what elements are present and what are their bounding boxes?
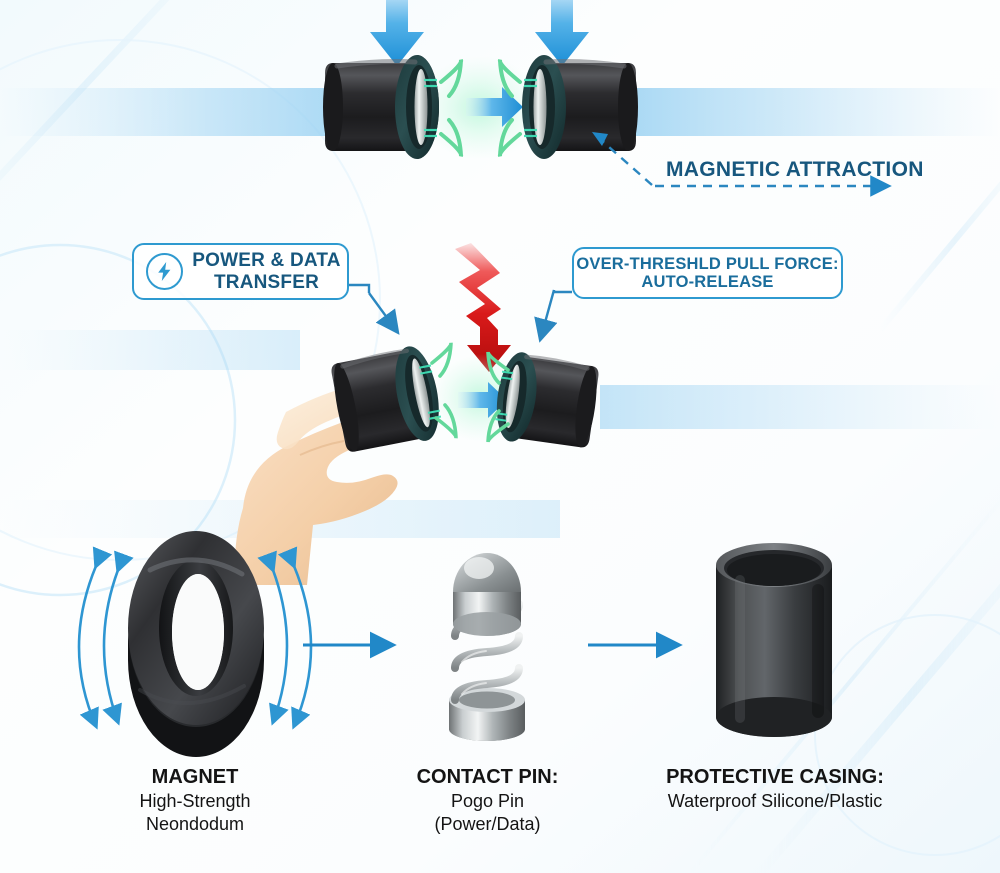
label-magnet-sub1: High-Strength xyxy=(139,791,251,811)
power-data-leader xyxy=(349,283,400,335)
callout-power-data-line1: POWER & DATA xyxy=(192,250,341,272)
label-magnet: MAGNET High-Strength Neondodum xyxy=(95,765,295,835)
callout-power-data-text: POWER & DATA TRANSFER xyxy=(192,250,340,293)
label-protective-casing-sub1: Waterproof Silicone/Plastic xyxy=(667,791,883,811)
magnetic-attraction-label: MAGNETIC ATTRACTION xyxy=(666,158,924,181)
connector-held xyxy=(331,346,442,452)
magnetic-attraction-leader xyxy=(591,131,892,197)
connector-left xyxy=(323,55,439,159)
cylinder-casing-icon xyxy=(716,543,832,737)
field-arc-right xyxy=(497,59,522,157)
callout-auto-release-text: OVER-THRESHLD PULL FORCE: AUTO-RELEASE xyxy=(576,255,838,292)
connector-right xyxy=(522,55,638,159)
label-contact-pin-sub1: Pogo Pin xyxy=(450,791,525,811)
callout-power-data: POWER & DATA TRANSFER xyxy=(132,243,349,300)
pogo-pin-icon xyxy=(449,553,525,741)
auto-release-leader xyxy=(534,289,572,343)
top-down-arrow-right xyxy=(535,0,589,66)
label-magnet-sub2: Neondodum xyxy=(145,813,245,834)
snap-together-arrow xyxy=(466,87,523,127)
top-down-arrow-left xyxy=(370,0,424,66)
ring-magnet-icon xyxy=(128,531,264,757)
label-protective-casing: PROTECTIVE CASING: Waterproof Silicone/P… xyxy=(630,765,920,813)
magnetic-field-arcs xyxy=(77,546,313,730)
lightning-bolt-icon xyxy=(146,253,184,290)
connector-detached xyxy=(495,352,599,448)
callout-power-data-line2: TRANSFER xyxy=(213,271,320,293)
label-magnet-title: MAGNET xyxy=(151,766,239,788)
release-arrow xyxy=(458,382,507,418)
callout-auto-release-line1: OVER-THRESHLD PULL FORCE: xyxy=(576,254,839,273)
label-contact-pin: CONTACT PIN: Pogo Pin (Power/Data) xyxy=(385,765,590,835)
field-arc-detached xyxy=(486,351,510,443)
label-contact-pin-title: CONTACT PIN: xyxy=(416,766,559,788)
label-contact-pin-sub2: (Power/Data) xyxy=(434,813,541,834)
label-protective-casing-title: PROTECTIVE CASING: xyxy=(666,766,884,788)
field-arc-held xyxy=(430,342,458,439)
field-arc-left xyxy=(439,59,464,157)
callout-auto-release: OVER-THRESHLD PULL FORCE: AUTO-RELEASE xyxy=(572,247,843,299)
callout-auto-release-line2: AUTO-RELEASE xyxy=(641,273,774,291)
red-lightning-arrow xyxy=(455,243,511,372)
